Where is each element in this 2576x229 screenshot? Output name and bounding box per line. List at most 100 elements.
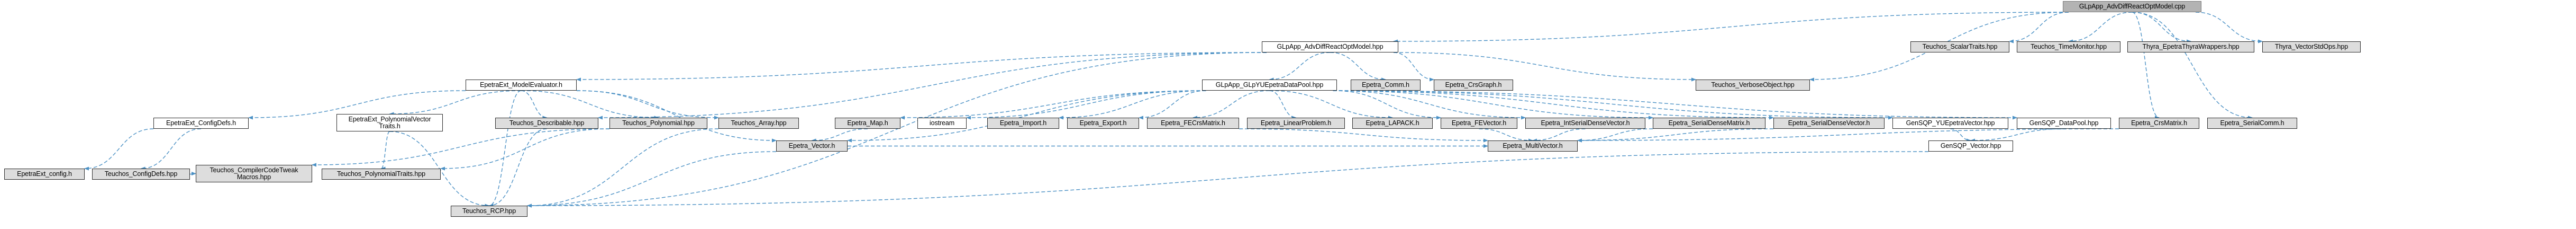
graph-edge — [2132, 12, 2191, 43]
graph-node-label: Epetra_FEVector.h — [1451, 119, 1507, 127]
graph-edge — [966, 90, 1206, 120]
graph-node-label: EpetraExt_ModelEvaluator.h — [480, 81, 562, 89]
graph-node-label: Teuchos_TimeMonitor.hpp — [2031, 43, 2107, 50]
graph-edge — [1333, 90, 1526, 120]
graph-edge — [140, 128, 202, 171]
graph-node-epetraext-config-h[interactable]: EpetraExt_config.h — [4, 169, 85, 180]
graph-edge — [1577, 128, 1653, 143]
graph-node-label: Epetra_IntSerialDenseVector.h — [1541, 119, 1630, 127]
graph-node-label: iostream — [929, 119, 955, 127]
graph-edge — [527, 128, 719, 208]
graph-node-teuchos-scalartraits-hpp[interactable]: Teuchos_ScalarTraits.hpp — [1910, 41, 2009, 52]
graph-edge — [1577, 128, 1774, 143]
graph-node-teuchos-configdefs-hpp[interactable]: Teuchos_ConfigDefs.hpp — [92, 169, 190, 180]
graph-node-label: Teuchos_Polynomial.hpp — [622, 119, 695, 127]
graph-edge — [2132, 12, 2253, 120]
graph-edge — [1970, 128, 2064, 143]
graph-node-epetra-lapack-h[interactable]: Epetra_LAPACK.h — [1352, 118, 1433, 129]
graph-node-glpapp-advdiffreactoptmodel-cpp[interactable]: GLpApp_AdvDiffReactOptModel.cpp — [2063, 1, 2201, 12]
graph-node-epetra-fecrsmatrix-h[interactable]: Epetra_FECrsMatrix.h — [1147, 118, 1239, 129]
graph-node-teuchos-timemonitor-hpp[interactable]: Teuchos_TimeMonitor.hpp — [2017, 41, 2120, 52]
graph-node-label: Epetra_SerialDenseVector.h — [1788, 119, 1870, 127]
graph-node-epetra-serialdensevector-h[interactable]: Epetra_SerialDenseVector.h — [1773, 118, 1885, 129]
graph-node-label: Epetra_Export.h — [1079, 119, 1127, 127]
graph-node-label: Thyra_VectorStdOps.hpp — [2274, 43, 2349, 50]
graph-edge — [1950, 128, 1971, 143]
graph-node-label: Teuchos_PolynomialTraits.hpp — [337, 170, 425, 178]
graph-node-label: Epetra_LAPACK.h — [1366, 119, 1419, 127]
graph-edge — [1139, 90, 1206, 120]
graph-node-teuchos-polynomialtraits-hpp[interactable]: Teuchos_PolynomialTraits.hpp — [322, 169, 441, 180]
graph-edge — [1330, 52, 1386, 82]
graph-node-gensqp-datapool-hpp[interactable]: GenSQP_DataPool.hpp — [2017, 118, 2111, 129]
graph-edge — [1333, 90, 2017, 120]
graph-node-teuchos-array-hpp[interactable]: Teuchos_Array.hpp — [718, 118, 799, 129]
graph-node-teuchos-polynomial-hpp[interactable]: Teuchos_Polynomial.hpp — [609, 118, 707, 129]
graph-edge — [1333, 90, 1653, 120]
graph-node-thyra-vectorstdops-hpp[interactable]: Thyra_VectorStdOps.hpp — [2262, 41, 2361, 52]
graph-node-label: EpetraExt_config.h — [17, 170, 72, 178]
graph-node-epetra-import-h[interactable]: Epetra_Import.h — [987, 118, 1059, 129]
graph-edge — [389, 90, 522, 116]
graph-node-epetra-fevector-h[interactable]: Epetra_FEVector.h — [1441, 118, 1517, 129]
graph-edge — [2132, 12, 2160, 120]
graph-node-epetraext-modelevaluator-h[interactable]: EpetraExt_ModelEvaluator.h — [466, 80, 577, 91]
graph-node-glpapp-glpyuepetradatapool-hpp[interactable]: GLpApp_GLpYUEpetraDataPool.hpp — [1202, 80, 1337, 91]
graph-node-epetra-export-h[interactable]: Epetra_Export.h — [1067, 118, 1139, 129]
graph-edge — [2195, 12, 2263, 43]
graph-node-epetra-intserialdensevector-h[interactable]: Epetra_IntSerialDenseVector.h — [1525, 118, 1645, 129]
graph-node-gensqp-yuepetravector-hpp[interactable]: GenSQP_YUEpetraVector.hpp — [1892, 118, 2008, 129]
graph-node-epetraext-configdefs-h[interactable]: EpetraExt_ConfigDefs.h — [153, 118, 249, 129]
graph-node-epetra-crsgraph-h[interactable]: Epetra_CrsGraph.h — [1434, 80, 1513, 91]
graph-node-label: Epetra_Map.h — [847, 119, 888, 127]
graph-node-label: GenSQP_DataPool.hpp — [2029, 119, 2099, 127]
graph-node-label: EpetraExt_ConfigDefs.h — [166, 119, 236, 127]
graph-node-label: Epetra_FECrsMatrix.h — [1161, 119, 1225, 127]
graph-node-label: Epetra_Vector.h — [788, 142, 835, 149]
graph-node-label: Teuchos_Describable.hpp — [509, 119, 585, 127]
graph-node-epetra-multivector-h[interactable]: Epetra_MultiVector.h — [1488, 140, 1578, 152]
graph-edge — [84, 128, 154, 171]
graph-node-glpapp-advdiffreactoptmodel-hpp[interactable]: GLpApp_AdvDiffReactOptModel.hpp — [1262, 41, 1398, 52]
graph-edge — [488, 90, 522, 208]
graph-edge — [1333, 90, 1441, 120]
graph-edge — [847, 90, 1206, 143]
graph-edge — [1577, 128, 2119, 143]
graph-edge — [1393, 52, 1696, 82]
graph-node-label: GenSQP_Vector.hpp — [1940, 142, 2001, 149]
graph-node-epetra-serialdensematrix-h[interactable]: Epetra_SerialDenseMatrix.h — [1653, 118, 1765, 129]
graph-node-label: Epetra_SerialComm.h — [2220, 119, 2284, 127]
graph-node-iostream[interactable]: iostream — [917, 118, 967, 129]
graph-node-label: GLpApp_AdvDiffReactOptModel.cpp — [2079, 3, 2186, 10]
graph-edge — [1393, 52, 1434, 82]
graph-node-gensqp-vector-hpp[interactable]: GenSQP_Vector.hpp — [1928, 140, 2013, 152]
graph-edge — [312, 128, 610, 167]
graph-node-label: Teuchos_ScalarTraits.hpp — [1922, 43, 1998, 50]
graph-node-teuchos-describable-hpp[interactable]: Teuchos_Describable.hpp — [495, 118, 598, 129]
graph-edge — [527, 52, 1267, 208]
graph-node-thyra-epetrathyrawrappers-hpp[interactable]: Thyra_EpetraThyraWrappers.hpp — [2127, 41, 2254, 52]
graph-node-label: GenSQP_YUEpetraVector.hpp — [1906, 119, 1995, 127]
graph-node-label: GLpApp_GLpYUEpetraDataPool.hpp — [1215, 81, 1324, 89]
graph-edge — [2068, 12, 2133, 43]
graph-edge — [521, 90, 548, 120]
graph-edge — [527, 151, 1929, 208]
graph-node-teuchos-verboseobject-hpp[interactable]: Teuchos_VerboseObject.hpp — [1696, 80, 1810, 91]
graph-edge — [900, 90, 1206, 120]
graph-node-epetra-vector-h[interactable]: Epetra_Vector.h — [776, 140, 848, 152]
graph-edge — [598, 52, 1267, 120]
graph-edge — [1059, 90, 1206, 120]
graph-node-epetra-comm-h[interactable]: Epetra_Comm.h — [1351, 80, 1421, 91]
graph-node-epetra-serialcomm-h[interactable]: Epetra_SerialComm.h — [2207, 118, 2297, 129]
graph-node-epetra-linearproblem-h[interactable]: Epetra_LinearProblem.h — [1247, 118, 1345, 129]
graph-node-epetra-crsmatrix-h[interactable]: Epetra_CrsMatrix.h — [2119, 118, 2199, 129]
graph-node-teuchos-rcp-hpp[interactable]: Teuchos_RCP.hpp — [451, 206, 527, 217]
graph-node-epetra-map-h[interactable]: Epetra_Map.h — [835, 118, 900, 129]
graph-node-label: GLpApp_AdvDiffReactOptModel.hpp — [1277, 43, 1383, 50]
graph-node-label: Epetra_MultiVector.h — [1503, 142, 1563, 149]
graph-edge — [1239, 128, 1488, 143]
